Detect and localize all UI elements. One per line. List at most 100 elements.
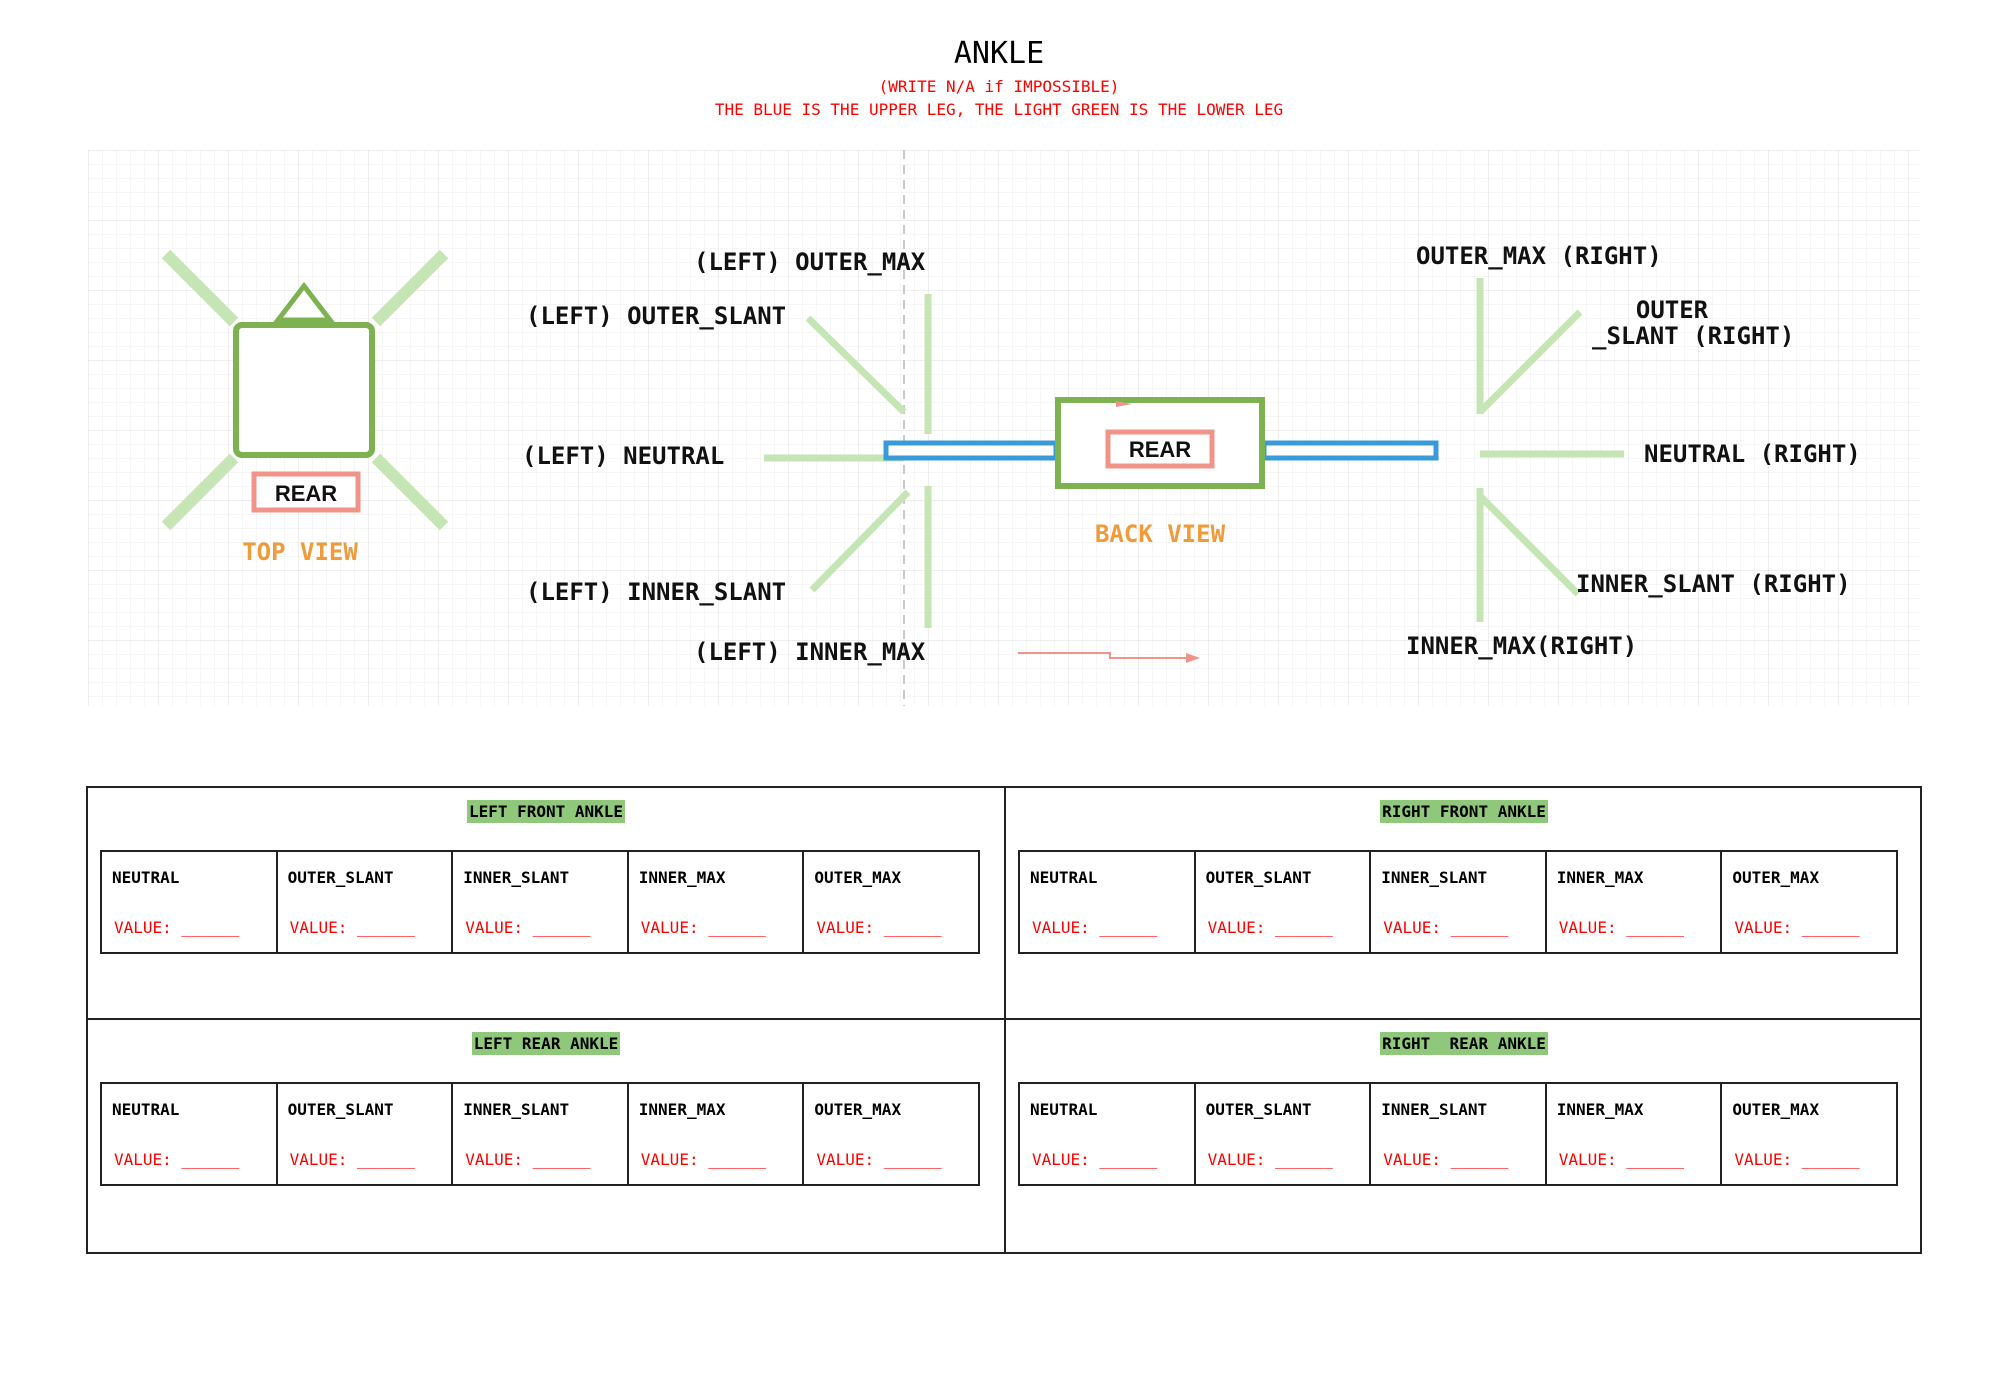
left-outer-slant-leg [805,315,907,415]
cell-value[interactable]: VALUE: ______ [1207,1150,1333,1169]
top-rear-box [251,471,361,513]
cell-label: INNER_MAX [638,868,726,887]
right-inner-max-label: INNER_MAX(RIGHT) [1406,632,1637,660]
cell-value[interactable]: VALUE: ______ [465,1150,591,1169]
cell-value[interactable]: VALUE: ______ [465,918,591,937]
cell-value[interactable]: VALUE: ______ [1032,1150,1158,1169]
cell-label: OUTER_SLANT [287,1100,394,1119]
left-outer-slant-label: (LEFT) OUTER_SLANT [526,302,786,330]
value-cell-neutral[interactable]: NEUTRAL VALUE: ______ [102,852,278,952]
page-title: ANKLE [953,36,1045,71]
value-cell-outer-max[interactable]: OUTER_MAX VALUE: ______ [1722,852,1896,952]
right-upper-leg [1261,440,1439,461]
cell-label: NEUTRAL [112,868,180,887]
left-outer-max-label: (LEFT) OUTER_MAX [694,248,926,276]
cell-label: INNER_MAX [638,1100,726,1119]
value-cell-outer-slant[interactable]: OUTER_SLANT VALUE: ______ [1196,1084,1372,1184]
value-cell-outer-slant[interactable]: OUTER_SLANT VALUE: ______ [278,852,454,952]
left-neutral-label: (LEFT) NEUTRAL [522,442,724,470]
value-cell-inner-max[interactable]: INNER_MAX VALUE: ______ [1547,852,1723,952]
cell-label: OUTER_MAX [814,868,902,887]
cell-label: OUTER_SLANT [287,868,394,887]
arrow-tip-icon [1116,401,1132,407]
value-cell-inner-max[interactable]: INNER_MAX VALUE: ______ [1547,1084,1723,1184]
top-view: REAR TOP VIEW [161,249,449,566]
panel-title: RIGHT FRONT ANKLE [1380,800,1548,823]
front-triangle-icon [272,281,336,323]
right-outer-slant-label-1: OUTER [1636,296,1709,324]
value-cell-inner-max[interactable]: INNER_MAX VALUE: ______ [629,852,805,952]
cell-value[interactable]: VALUE: ______ [816,1150,942,1169]
cell-label: NEUTRAL [1030,868,1098,887]
panel-title: LEFT FRONT ANKLE [466,800,626,823]
cell-value[interactable]: VALUE: ______ [1734,918,1860,937]
value-cell-neutral[interactable]: NEUTRAL VALUE: ______ [1020,852,1196,952]
left-upper-leg [883,440,1059,461]
right-inner-slant-leg [1477,493,1581,597]
right-neutral-label: NEUTRAL (RIGHT) [1644,440,1861,468]
panel-right-front-ankle: RIGHT FRONT ANKLE NEUTRAL VALUE: ______ O… [1006,788,1922,1020]
top-rear-label: REAR [275,481,337,506]
right-outer-slant-leg [1477,309,1583,415]
panel-title: LEFT REAR ANKLE [471,1032,621,1055]
back-rear-label: REAR [1129,437,1191,462]
legend-note: THE BLUE IS THE UPPER LEG, THE LIGHT GRE… [714,100,1284,119]
top-leg-upper-left [161,249,239,327]
cell-value[interactable]: VALUE: ______ [640,918,767,937]
left-inner-max-label: (LEFT) INNER_MAX [694,638,926,666]
cell-label: OUTER_MAX [1732,1100,1820,1119]
cell-value[interactable]: VALUE: ______ [1558,918,1685,937]
value-cell-inner-slant[interactable]: INNER_SLANT VALUE: ______ [1371,1084,1547,1184]
panel-left-front-ankle: LEFT FRONT ANKLE NEUTRAL VALUE: ______ OU… [88,788,1004,1020]
cell-value[interactable]: VALUE: ______ [114,918,240,937]
cell-value[interactable]: VALUE: ______ [1734,1150,1860,1169]
cell-value[interactable]: VALUE: ______ [1383,918,1509,937]
cell-label: OUTER_SLANT [1205,1100,1312,1119]
top-leg-lower-left [161,453,239,531]
value-cell-outer-slant[interactable]: OUTER_SLANT VALUE: ______ [278,1084,454,1184]
cell-value[interactable]: VALUE: ______ [289,918,415,937]
ankle-diagram: REAR TOP VIEW REAR BACK VIEW (LEFT) OUTE… [88,150,1920,706]
value-cell-inner-slant[interactable]: INNER_SLANT VALUE: ______ [1371,852,1547,952]
cell-value[interactable]: VALUE: ______ [1383,1150,1509,1169]
cell-label: INNER_SLANT [1381,1100,1488,1119]
value-cell-inner-max[interactable]: INNER_MAX VALUE: ______ [629,1084,805,1184]
cell-label: INNER_MAX [1556,868,1644,887]
cell-value[interactable]: VALUE: ______ [1207,918,1333,937]
left-inner-slant-label: (LEFT) INNER_SLANT [526,578,786,606]
value-cell-outer-slant[interactable]: OUTER_SLANT VALUE: ______ [1196,852,1372,952]
value-cell-inner-slant[interactable]: INNER_SLANT VALUE: ______ [453,852,629,952]
cell-label: OUTER_SLANT [1205,868,1312,887]
cell-label: INNER_SLANT [463,868,570,887]
value-cell-outer-max[interactable]: OUTER_MAX VALUE: ______ [1722,1084,1896,1184]
value-cell-outer-max[interactable]: OUTER_MAX VALUE: ______ [804,852,978,952]
left-ankle-positions [764,294,932,628]
value-cell-inner-slant[interactable]: INNER_SLANT VALUE: ______ [453,1084,629,1184]
right-outer-slant-label-2: _SLANT (RIGHT) [1592,322,1794,350]
cell-label: INNER_MAX [1556,1100,1644,1119]
cell-value[interactable]: VALUE: ______ [640,1150,767,1169]
value-row: NEUTRAL VALUE: ______ OUTER_SLANT VALUE: _… [1018,850,1898,954]
cell-label: INNER_SLANT [1381,868,1488,887]
cell-value[interactable]: VALUE: ______ [1032,918,1158,937]
right-ankle-positions [1476,278,1624,622]
right-inner-slant-label: INNER_SLANT (RIGHT) [1576,570,1851,598]
cell-label: OUTER_MAX [1732,868,1820,887]
top-body [233,322,375,458]
top-leg-lower-right [371,453,449,531]
cell-value[interactable]: VALUE: ______ [1558,1150,1685,1169]
top-view-label: TOP VIEW [242,538,358,566]
cell-value[interactable]: VALUE: ______ [114,1150,240,1169]
cell-value[interactable]: VALUE: ______ [289,1150,415,1169]
cell-value[interactable]: VALUE: ______ [816,918,942,937]
ankle-value-panels: LEFT FRONT ANKLE NEUTRAL VALUE: ______ OU… [86,786,1922,1254]
top-leg-upper-right [371,249,449,327]
panel-vertical-divider [1004,788,1006,1252]
cell-label: INNER_SLANT [463,1100,570,1119]
